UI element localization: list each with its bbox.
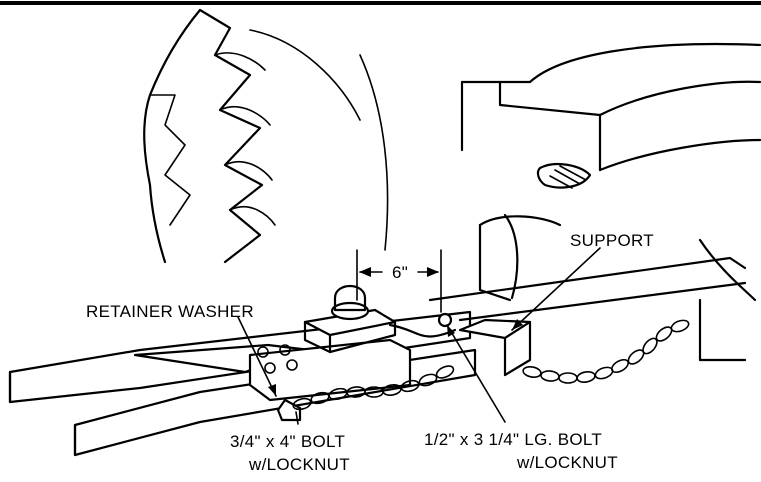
support-label: SUPPORT xyxy=(570,231,654,250)
drawbar-frame xyxy=(428,213,757,362)
tractor-housing xyxy=(460,42,761,189)
retainer-washer-label: RETAINER WASHER xyxy=(86,302,254,321)
tractor-tire xyxy=(143,8,389,264)
safety-chain-left xyxy=(292,365,455,411)
leader-lines xyxy=(237,247,601,425)
dimension-marker xyxy=(356,249,442,313)
small-bolt-label-line2: w/LOCKNUT xyxy=(516,453,618,472)
support-bracket xyxy=(458,318,532,377)
large-bolt-label-line2: w/LOCKNUT xyxy=(248,455,350,474)
hitch-plate xyxy=(133,284,457,422)
rails xyxy=(8,310,477,457)
large-bolt-label-line1: 3/4" x 4" BOLT xyxy=(230,432,345,451)
safety-chain-right xyxy=(522,319,690,384)
small-bolt-label-line1: 1/2" x 3 1/4" LG. BOLT xyxy=(424,430,602,449)
dimension-label: 6" xyxy=(392,263,408,282)
